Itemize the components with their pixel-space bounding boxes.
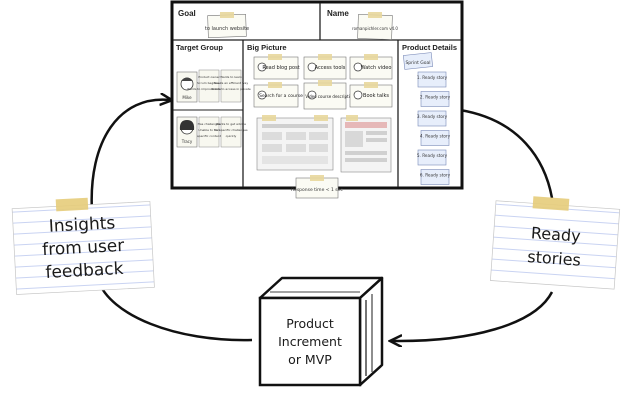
ready-stories-line-1: Ready [530, 223, 581, 245]
ready-story-card: 4. Ready story [420, 130, 451, 146]
persona-name: Mike [182, 95, 192, 100]
ready-story-list: 1. Ready story 2. Ready story 3. Ready sto… [417, 71, 451, 185]
svg-text:Has challenges: Has challenges [198, 122, 221, 126]
arrow-box-to-insights [96, 279, 253, 342]
ready-story-card-bg [417, 149, 447, 166]
svg-text:Wants to get advice: Wants to get advice [216, 122, 246, 126]
product-increment-box: Product Increment or MVP [258, 276, 384, 387]
ready-story-card-bg [417, 71, 447, 88]
ready-story-card: 6. Ready story [420, 169, 451, 185]
svg-text:Search for a course: Search for a course [259, 93, 303, 99]
goal-label: Goal [178, 9, 196, 18]
box-line-2: Increment [278, 334, 342, 349]
ready-story-card-bg [417, 110, 447, 127]
arrow-board-to-stories [459, 108, 554, 199]
ready-story-label: 1. Ready story [417, 75, 448, 80]
target-group-title: Target Group [176, 43, 223, 52]
insights-note: Insights from user feedback [11, 197, 155, 295]
ready-story-card: 5. Ready story [417, 149, 448, 166]
ready-stories-line-2: stories [527, 247, 582, 270]
sprint-goal-note: Sprint Goal [403, 52, 433, 70]
ready-story-label: 3. Ready story [417, 114, 448, 119]
ready-stories-note: Ready stories [490, 196, 621, 290]
cycle-arrows [90, 100, 554, 342]
svg-text:Scrum beginner: Scrum beginner [197, 81, 222, 85]
ready-story-card-bg [420, 130, 450, 146]
svg-text:quickly: quickly [226, 134, 237, 138]
persona-card-tracy: Tracy Has challenges Unable to find spec… [176, 116, 248, 148]
ready-story-card-bg [420, 169, 450, 185]
name-value: romanpichler.com v4.0 [352, 26, 398, 31]
ready-story-card: 1. Ready story [417, 71, 448, 88]
epic-card-3: Watch video [349, 54, 393, 80]
svg-text:Response time < 1 sec: Response time < 1 sec [291, 187, 343, 193]
svg-text:Access tools: Access tools [315, 65, 346, 71]
svg-text:Wants to access in private: Wants to access in private [211, 87, 251, 91]
goal-value: to launch website [205, 26, 249, 32]
svg-text:Wants to learn: Wants to learn [220, 75, 242, 79]
arrow-to-board [90, 100, 170, 213]
box-line-3: or MVP [288, 352, 332, 367]
epic-card-1: Read blog post [253, 54, 300, 80]
persona-card-mike: Mike Product owner Scrum beginner Wants … [176, 69, 251, 103]
ui-sketch-2 [340, 115, 392, 173]
ready-story-card: 3. Ready story [417, 110, 448, 127]
ready-story-label: 6. Ready story [420, 173, 451, 178]
svg-text:Read blog post: Read blog post [262, 65, 299, 71]
svg-text:Wants to improve knowledge: Wants to improve knowledge [187, 87, 231, 91]
persona-name: Tracy [181, 139, 193, 144]
svg-text:Video course description: Video course description [305, 94, 355, 99]
ready-story-label: 2. Ready story [420, 95, 451, 100]
svg-text:Watch video: Watch video [361, 65, 392, 71]
ready-story-label: 4. Ready story [420, 134, 451, 139]
epic-card-5: Video course description [303, 80, 355, 110]
goal-sticky: to launch website [205, 12, 249, 38]
svg-text:on specific challenges: on specific challenges [214, 128, 248, 132]
product-details-title: Product Details [402, 43, 457, 52]
arrow-to-box [392, 291, 554, 341]
insights-line-3: feedback [45, 259, 124, 283]
svg-text:Unable to find: Unable to find [198, 128, 219, 132]
product-vision-board: Goal Name Target Group Big Picture Produ… [170, 0, 464, 199]
big-picture-title: Big Picture [247, 43, 287, 52]
box-line-1: Product [286, 316, 334, 331]
ux-note: Response time < 1 sec [291, 175, 343, 199]
ready-story-card: 2. Ready story [420, 91, 451, 107]
svg-text:Book talks: Book talks [363, 93, 389, 99]
svg-text:Needs an efficient way: Needs an efficient way [214, 81, 248, 85]
name-sticky: romanpichler.com v4.0 [352, 12, 398, 40]
svg-text:Sprint Goal: Sprint Goal [405, 60, 430, 66]
ui-sketch-1 [256, 115, 334, 171]
insights-line-1: Insights [48, 213, 116, 236]
epic-card-4: Search for a course [253, 82, 303, 108]
ready-story-card-bg [420, 91, 450, 107]
insights-line-2: from user [42, 236, 125, 260]
epic-card-6: Book talks [349, 82, 393, 108]
svg-text:specific content: specific content [197, 134, 222, 138]
ready-story-label: 5. Ready story [417, 153, 448, 158]
epic-card-2: Access tools [303, 54, 347, 80]
name-label: Name [327, 9, 349, 18]
svg-text:Product owner: Product owner [198, 75, 220, 79]
